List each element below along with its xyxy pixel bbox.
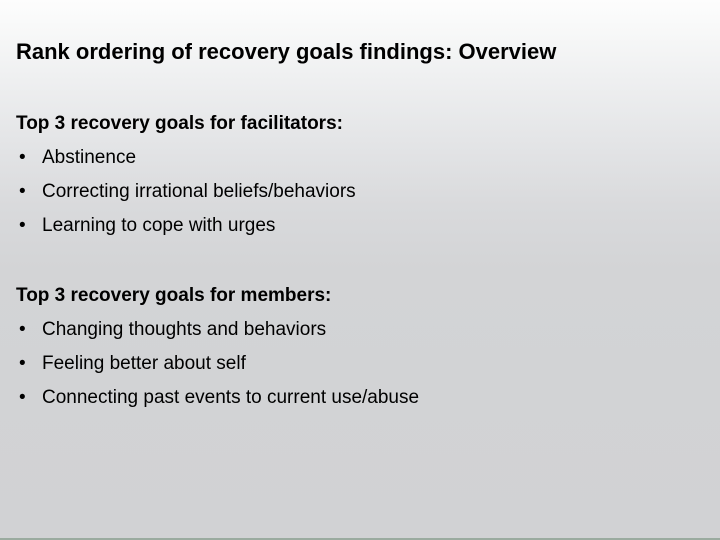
section-heading-members: Top 3 recovery goals for members: [16, 285, 332, 306]
section-heading-facilitators: Top 3 recovery goals for facilitators: [16, 113, 343, 134]
bullet-point-icon: • [19, 181, 26, 202]
list-item: • Correcting irrational beliefs/behavior… [16, 175, 706, 209]
list-item-label: Abstinence [42, 147, 137, 168]
bullet-point-icon: • [19, 319, 26, 340]
list-item: • Connecting past events to current use/… [16, 381, 706, 415]
list-item-label: Correcting irrational beliefs/behaviors [42, 181, 356, 202]
section-members: Top 3 recovery goals for members: • Chan… [16, 279, 706, 415]
list-item-label: Learning to cope with urges [42, 215, 276, 236]
list-item-label: Feeling better about self [42, 353, 246, 374]
list-item-label: Changing thoughts and behaviors [42, 319, 327, 340]
list-item: • Learning to cope with urges [16, 209, 706, 243]
bullet-list-members: • Changing thoughts and behaviors • Feel… [16, 313, 706, 415]
bullet-point-icon: • [19, 387, 26, 408]
bullet-point-icon: • [19, 147, 26, 168]
list-item: • Feeling better about self [16, 347, 706, 381]
slide-bottom-divider [0, 538, 720, 540]
list-item: • Abstinence [16, 141, 706, 175]
bullet-point-icon: • [19, 215, 26, 236]
page-title: Rank ordering of recovery goals findings… [16, 39, 557, 64]
list-item-label: Connecting past events to current use/ab… [42, 387, 420, 408]
section-facilitators: Top 3 recovery goals for facilitators: •… [16, 107, 706, 243]
bullet-point-icon: • [19, 353, 26, 374]
list-item: • Changing thoughts and behaviors [16, 313, 706, 347]
bullet-list-facilitators: • Abstinence • Correcting irrational bel… [16, 141, 706, 243]
